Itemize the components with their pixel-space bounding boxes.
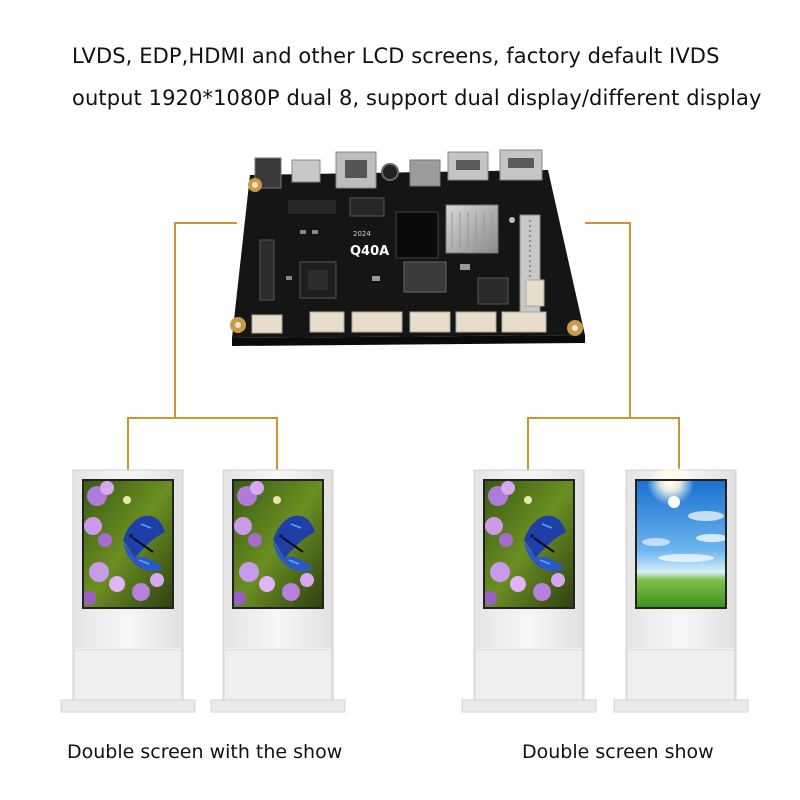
caption-right: Double screen show bbox=[522, 741, 714, 763]
soc-chip bbox=[395, 211, 439, 259]
headline-line-2: output 1920*1080P dual 8, support dual d… bbox=[72, 86, 762, 110]
io-chip bbox=[477, 277, 509, 305]
audio-jack bbox=[381, 163, 399, 181]
ethernet-port bbox=[335, 151, 377, 189]
kiosk-display-2 bbox=[210, 469, 346, 713]
usb-port-2 bbox=[499, 149, 543, 181]
emmc-chip bbox=[403, 261, 447, 293]
kiosk-display-3 bbox=[461, 469, 597, 713]
board-model-label: Q40A bbox=[350, 244, 389, 259]
bottom-connector bbox=[501, 311, 547, 333]
headline-line-1: LVDS, EDP,HDMI and other LCD screens, fa… bbox=[72, 44, 720, 68]
connector-left-trunk bbox=[174, 222, 237, 418]
hdmi-port bbox=[291, 159, 321, 183]
bottom-connector bbox=[351, 311, 403, 333]
kiosk-display-4 bbox=[613, 468, 749, 713]
connector-right-bracket bbox=[527, 417, 680, 472]
connector-right-trunk bbox=[585, 222, 631, 418]
bottom-connector bbox=[309, 311, 345, 333]
connector-left-bracket bbox=[127, 417, 278, 472]
bottom-connector bbox=[409, 311, 451, 333]
dc-jack bbox=[254, 157, 282, 189]
bottom-connector bbox=[525, 279, 545, 307]
connector-lines bbox=[127, 222, 680, 472]
kiosk-display-1 bbox=[60, 469, 196, 713]
board-year-label: 2024 bbox=[353, 230, 371, 238]
circuit-board: 2024 Q40A bbox=[230, 149, 585, 346]
bottom-connector bbox=[251, 314, 283, 334]
caption-left: Double screen with the show bbox=[67, 741, 343, 763]
heatsink bbox=[445, 204, 499, 254]
bottom-connector bbox=[455, 311, 497, 333]
